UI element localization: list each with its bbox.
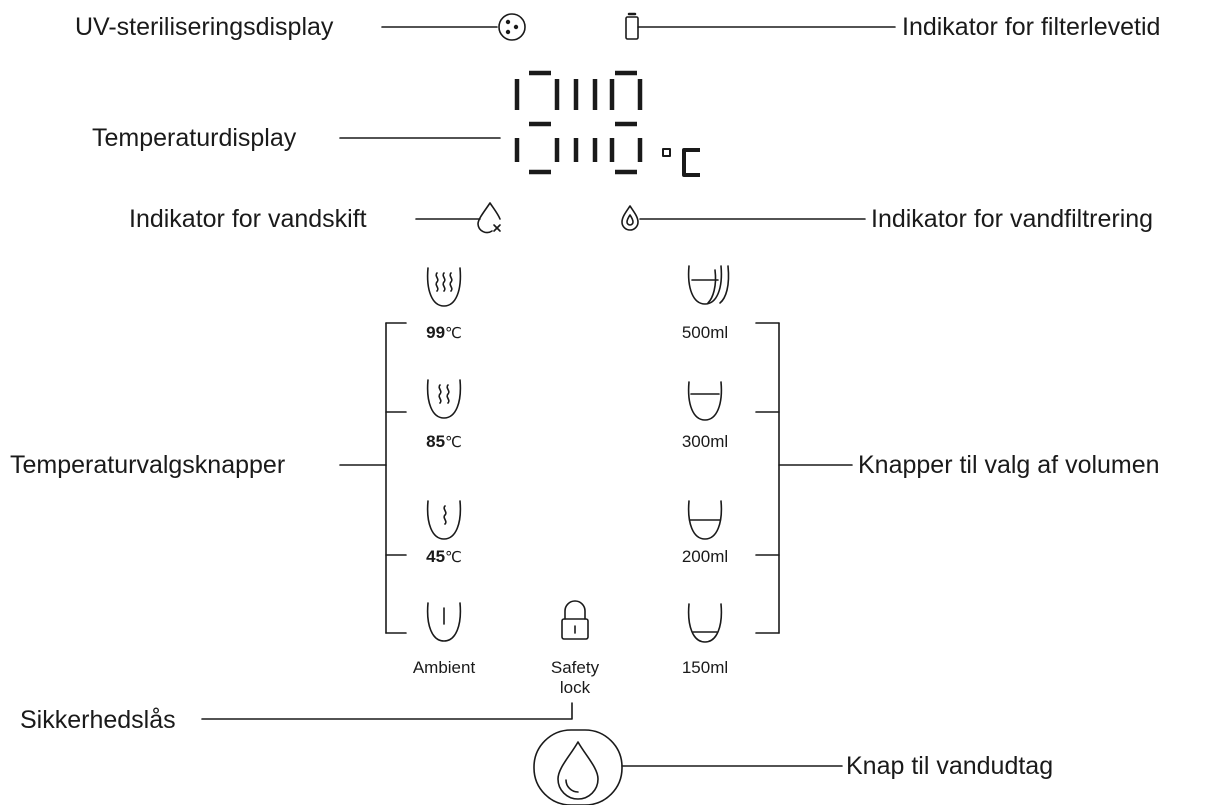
dispense-button-label: Knap til vandudtag — [846, 752, 1054, 780]
cup-full-icon — [687, 265, 730, 305]
water-filtration-label: Indikator for vandfiltrering — [871, 205, 1154, 233]
water-change-drop-icon — [477, 202, 501, 234]
volume-buttons-label: Knapper til valg af volumen — [858, 451, 1160, 479]
dispense-water-button[interactable] — [533, 729, 623, 805]
digit-right — [609, 70, 643, 175]
volume-option-200[interactable]: 200ml — [681, 547, 729, 566]
volume-option-300[interactable]: 300ml — [681, 432, 729, 451]
temperature-buttons-label: Temperaturvalgsknapper — [10, 451, 286, 479]
temp-option-ambient[interactable]: Ambient — [412, 658, 476, 677]
volume-option-500[interactable]: 500ml — [681, 323, 729, 342]
cup-steam-1-icon — [426, 500, 462, 540]
digit-left — [514, 70, 560, 175]
safety-lock-line1: Safety — [550, 658, 600, 677]
temp-value: 45 — [426, 547, 446, 566]
cup-level-mid-icon — [687, 500, 723, 540]
degree-celsius-segment-icon — [662, 148, 700, 177]
volume-bracket — [755, 322, 780, 634]
cup-steam-2-icon — [426, 379, 462, 419]
safety-lock-line2: lock — [559, 678, 591, 697]
safety-lock-button[interactable]: Safety lock — [535, 658, 615, 698]
temp-unit: ℃ — [445, 549, 462, 566]
digit-middle — [573, 79, 598, 162]
padlock-icon — [561, 600, 589, 640]
safety-lock-callout-label: Sikkerhedslås — [20, 706, 176, 734]
cup-level-high-icon — [687, 381, 723, 421]
temp-option-45[interactable]: 45℃ — [412, 547, 476, 568]
temperature-display-label: Temperaturdisplay — [92, 124, 297, 152]
cup-steam-3-icon — [426, 267, 462, 307]
uv-sterilisation-icon — [498, 13, 526, 41]
filter-life-label: Indikator for filterlevetid — [902, 13, 1161, 41]
leader-safety-lock — [201, 702, 573, 720]
temperature-seven-segment-display — [514, 70, 700, 177]
cup-ambient-icon — [426, 602, 462, 642]
temp-unit: ℃ — [445, 434, 462, 451]
temperature-bracket — [385, 322, 407, 634]
temp-value: 99 — [426, 323, 446, 342]
volume-option-150[interactable]: 150ml — [681, 658, 729, 677]
temp-option-99[interactable]: 99℃ — [412, 323, 476, 344]
filter-life-icon — [625, 12, 639, 40]
temp-option-85[interactable]: 85℃ — [412, 432, 476, 453]
water-filtration-drops-icon — [621, 205, 639, 231]
uv-display-label: UV-steriliseringsdisplay — [75, 13, 334, 41]
temp-unit: ℃ — [445, 325, 462, 342]
cup-level-low-icon — [687, 603, 723, 643]
water-change-label: Indikator for vandskift — [129, 205, 367, 233]
temp-value: 85 — [426, 432, 446, 451]
